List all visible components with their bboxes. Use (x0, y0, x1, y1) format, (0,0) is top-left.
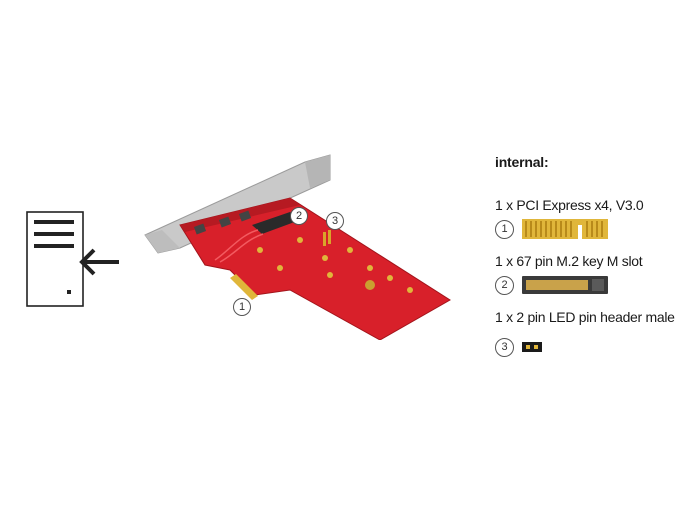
spec-number-2: 2 (495, 276, 514, 295)
m2-slot-icon (522, 276, 608, 294)
callout-2: 2 (290, 207, 308, 225)
pcie-edge-connector-icon (522, 219, 608, 239)
spec-label-led: 1 x 2 pin LED pin header male (495, 309, 675, 325)
spec-label-m2: 1 x 67 pin M.2 key M slot (495, 253, 643, 269)
callout-3: 3 (326, 212, 344, 230)
spec-number-3: 3 (495, 338, 514, 357)
spec-number-1: 1 (495, 220, 514, 239)
callout-1: 1 (233, 298, 251, 316)
pcie-m2-adapter-card-image (144, 154, 451, 340)
section-title: internal: (495, 154, 549, 170)
spec-label-pcie: 1 x PCI Express x4, V3.0 (495, 197, 644, 213)
internal-install-icon (26, 211, 119, 307)
pin-header-icon (522, 342, 542, 352)
